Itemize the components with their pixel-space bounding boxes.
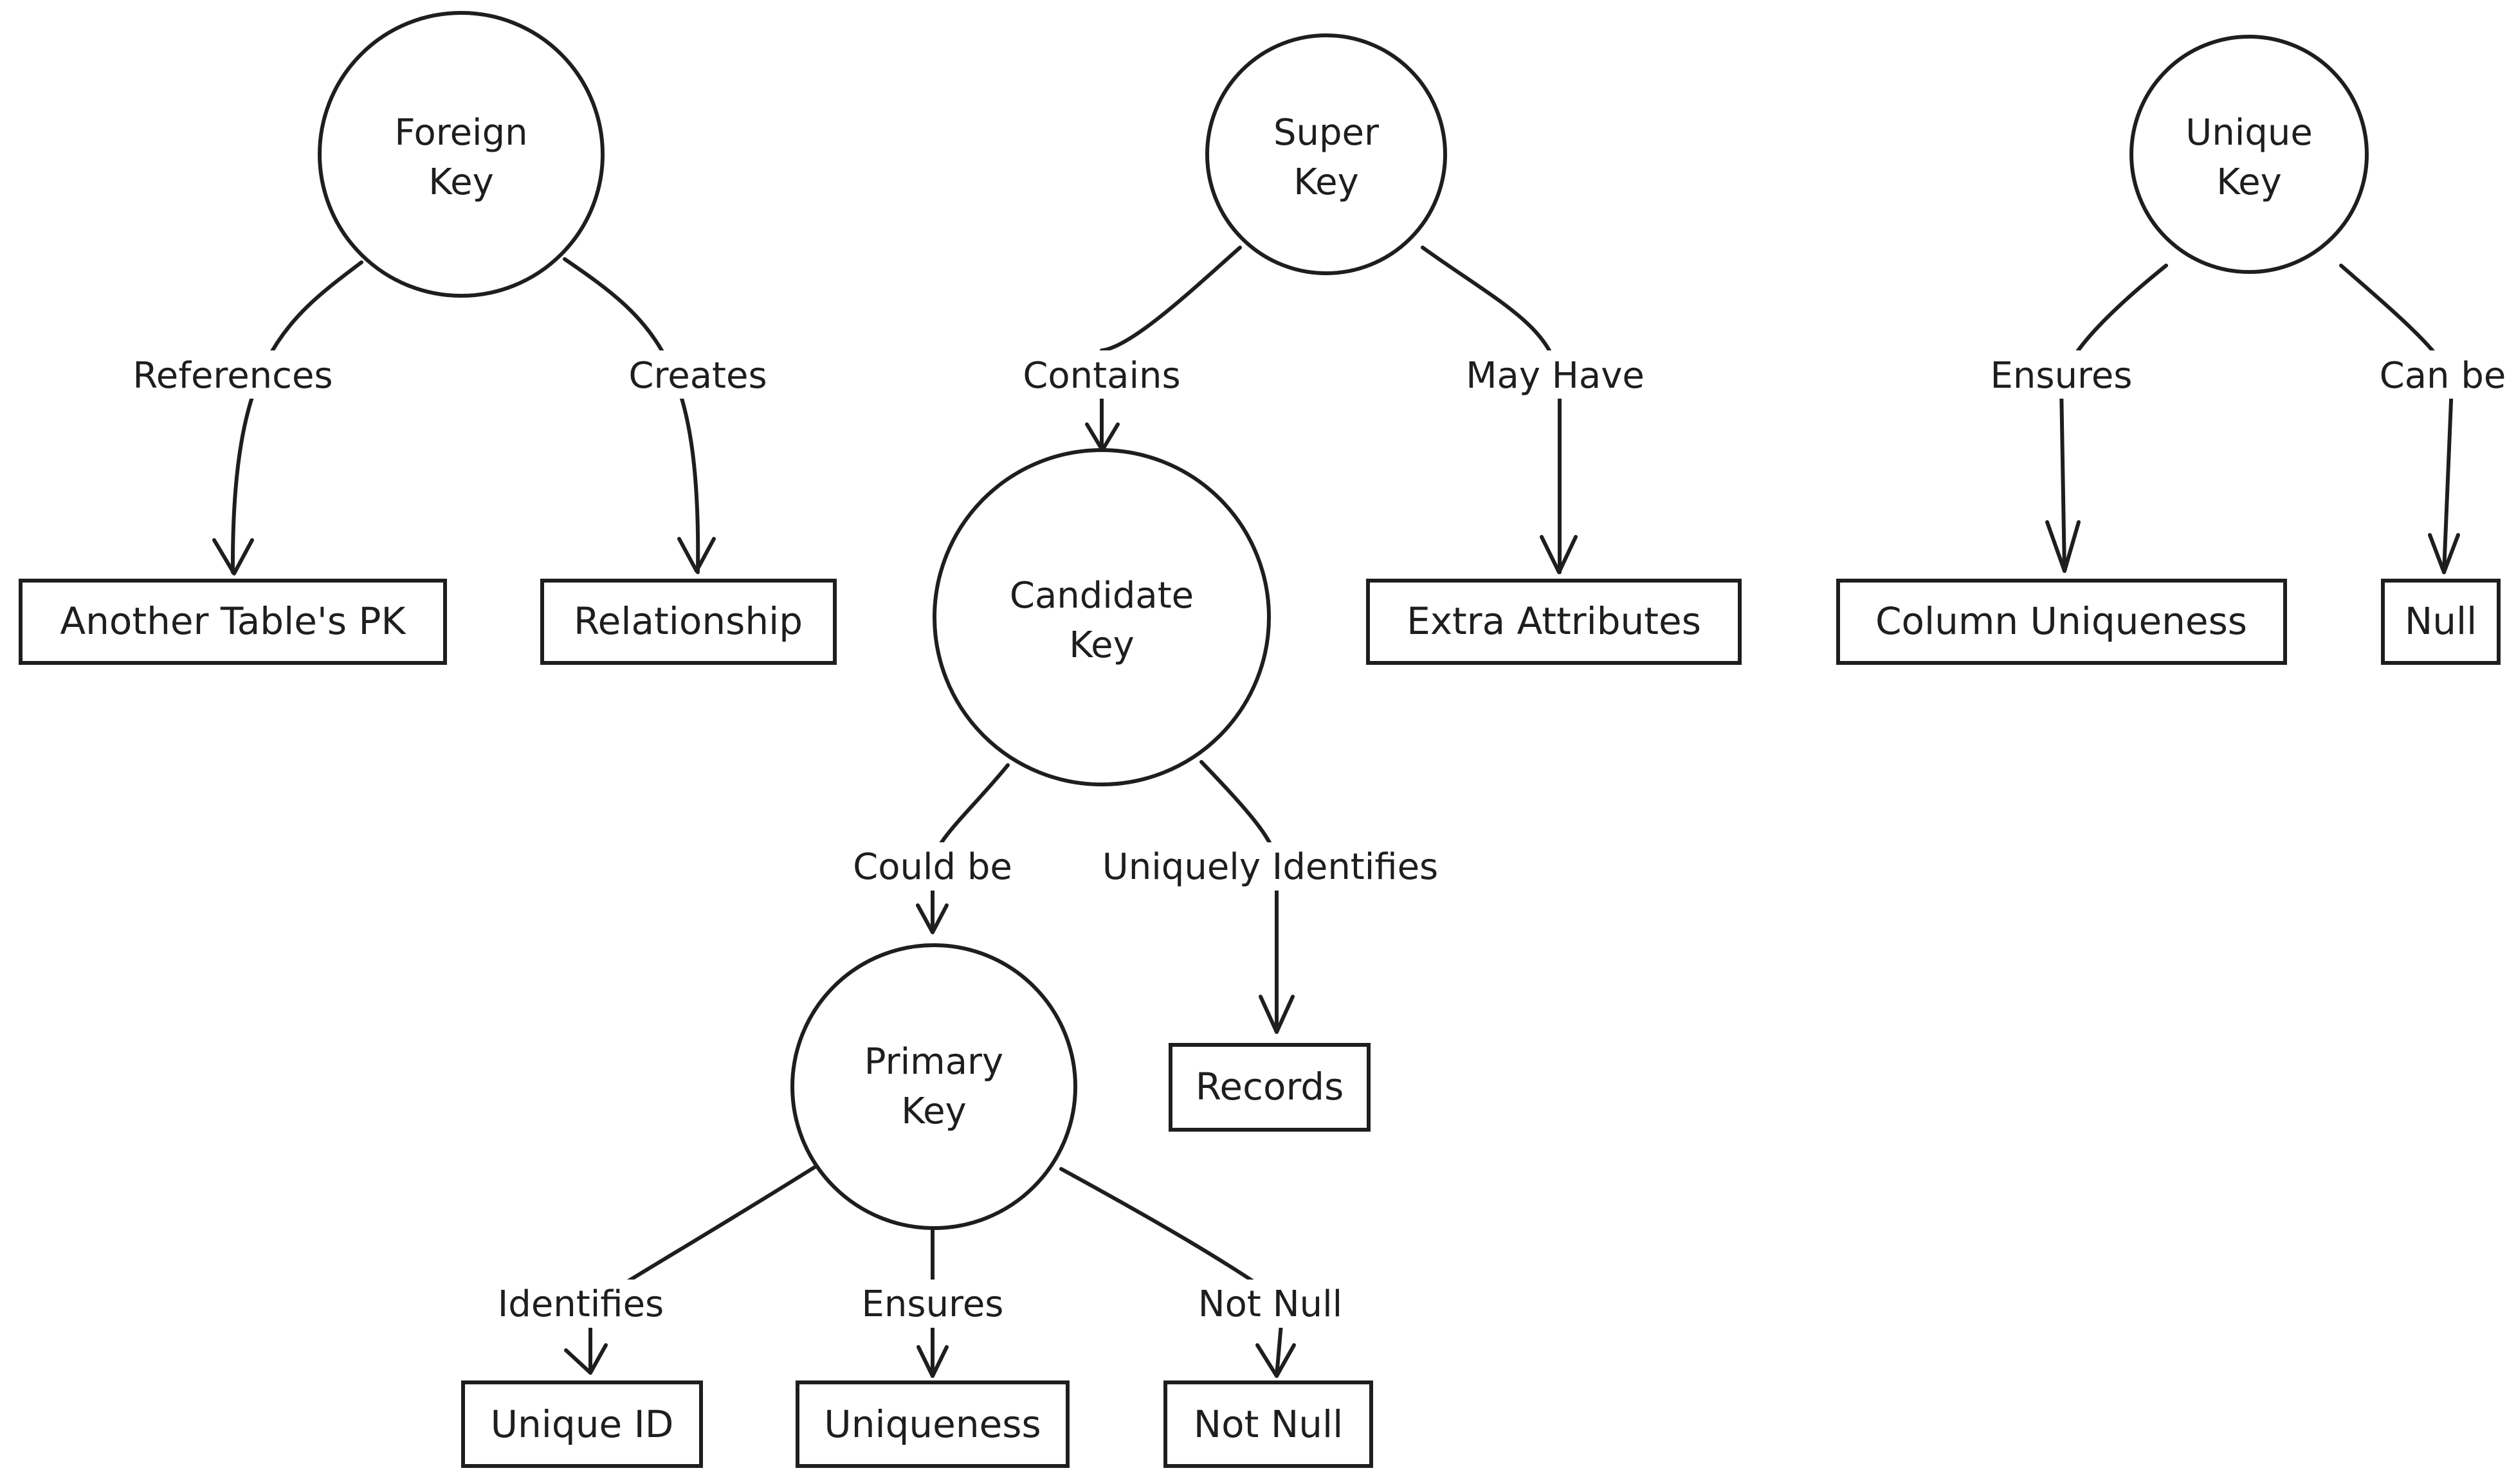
node-null: Null <box>2381 579 2501 665</box>
edge-identifies: Identifies <box>486 1162 822 1375</box>
edge-label-uniquely-identifies: Uniquely Identifies <box>1102 846 1438 888</box>
edge-references: References <box>125 260 363 575</box>
node-unique-id: Unique ID <box>461 1380 703 1468</box>
node-null-label: Null <box>2405 599 2477 643</box>
node-extra-attributes-label: Extra Attributes <box>1407 599 1701 643</box>
node-super-key-line1: Super <box>1273 112 1380 154</box>
edge-contains: Contains <box>1016 246 1242 452</box>
edge-label-not-null: Not Null <box>1198 1283 1342 1325</box>
edge-label-could-be: Could be <box>853 846 1012 888</box>
node-primary-key: Primary Key <box>790 943 1077 1230</box>
node-super-key-line2: Key <box>1293 161 1359 203</box>
node-another-tables-pk-label: Another Table's PK <box>60 599 407 643</box>
node-primary-key-line2: Key <box>901 1090 967 1132</box>
node-extra-attributes: Extra Attributes <box>1366 579 1742 665</box>
edge-label-identifies: Identifies <box>498 1283 664 1325</box>
edge-label-references: References <box>132 355 333 397</box>
node-foreign-key-line2: Key <box>428 161 494 203</box>
edge-label-can-be: Can be <box>2380 355 2506 397</box>
node-candidate-key-line1: Candidate <box>1010 575 1194 617</box>
edge-may-have: May Have <box>1421 246 1656 574</box>
edge-label-ensures-primary: Ensures <box>862 1283 1004 1325</box>
edge-uniquely-identifies: Uniquely Identifies <box>1090 760 1450 1034</box>
node-unique-id-label: Unique ID <box>491 1402 674 1446</box>
node-relationship: Relationship <box>540 579 837 665</box>
node-records-label: Records <box>1196 1065 1344 1108</box>
node-candidate-key: Candidate Key <box>933 448 1271 786</box>
node-candidate-key-line2: Key <box>1069 624 1135 666</box>
edge-creates: Creates <box>563 257 785 574</box>
edge-label-ensures-unique: Ensures <box>1991 355 2133 397</box>
node-column-uniqueness-label: Column Uniqueness <box>1875 599 2247 643</box>
node-another-tables-pk: Another Table's PK <box>19 579 447 665</box>
node-primary-key-line1: Primary <box>864 1041 1003 1083</box>
edge-can-be: Can be <box>2339 264 2513 574</box>
node-foreign-key: Foreign Key <box>318 11 605 298</box>
node-relationship-label: Relationship <box>574 599 803 643</box>
node-unique-key: Unique Key <box>2129 35 2369 274</box>
node-not-null-label: Not Null <box>1194 1402 1343 1446</box>
edge-not-null: Not Null <box>1059 1167 1354 1378</box>
node-unique-key-line1: Unique <box>2185 112 2313 154</box>
node-unique-key-line2: Key <box>2216 161 2282 203</box>
node-foreign-key-line1: Foreign <box>394 112 527 154</box>
edge-ensures-unique: Ensures <box>1981 264 2168 573</box>
edge-label-contains: Contains <box>1023 355 1180 397</box>
node-uniqueness: Uniqueness <box>796 1380 1070 1468</box>
edge-ensures-primary: Ensures <box>852 1223 1013 1378</box>
edge-could-be: Could be <box>848 763 1018 934</box>
node-not-null: Not Null <box>1163 1380 1373 1468</box>
node-super-key: Super Key <box>1205 33 1447 275</box>
edge-label-may-have: May Have <box>1466 355 1645 397</box>
node-column-uniqueness: Column Uniqueness <box>1836 579 2287 665</box>
edge-label-creates: Creates <box>628 355 767 397</box>
node-records: Records <box>1169 1043 1371 1132</box>
node-uniqueness-label: Uniqueness <box>824 1402 1041 1446</box>
